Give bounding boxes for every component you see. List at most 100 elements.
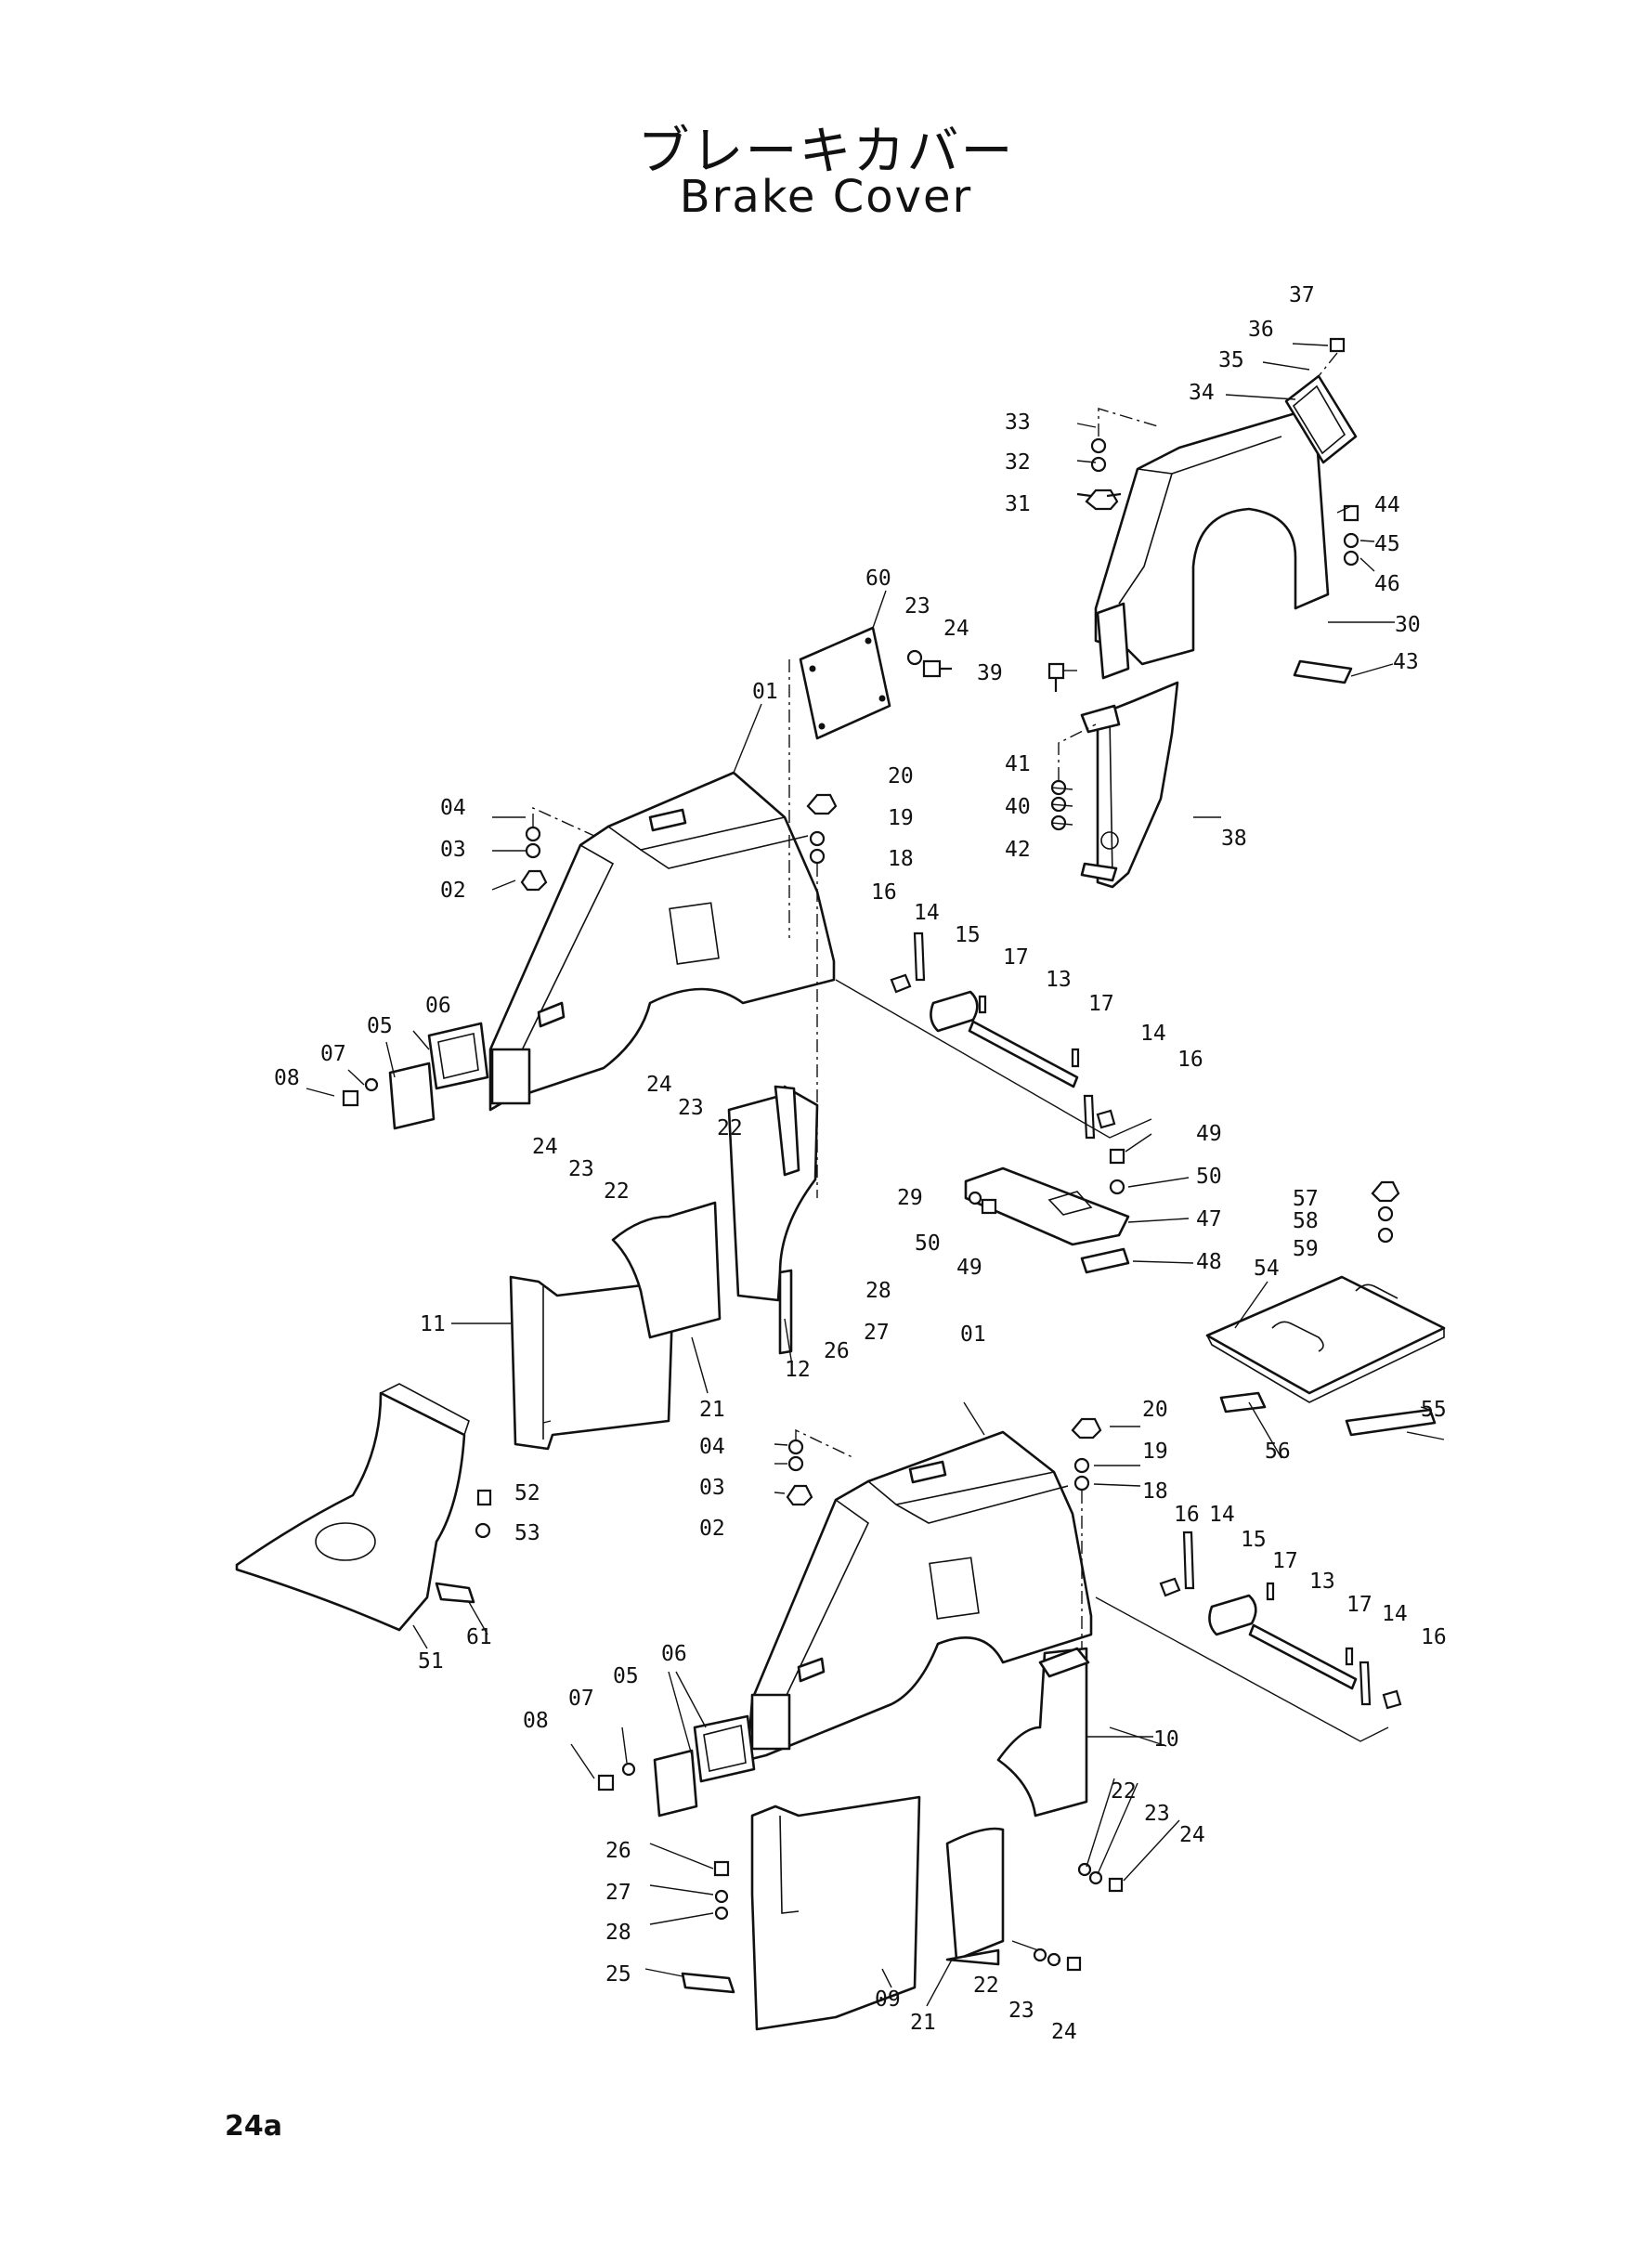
plate-60-drawing — [799, 626, 952, 740]
part-label-24-low-b: 24 — [1051, 2020, 1077, 2044]
part-label-20-upper: 20 — [888, 764, 914, 788]
part-label-22-low-a: 22 — [1111, 1779, 1137, 1804]
part-label-60: 60 — [865, 567, 891, 591]
part-label-14-upper-b: 14 — [1140, 1022, 1166, 1046]
part-label-05-lower: 05 — [613, 1664, 639, 1688]
part-label-17-upper-b: 17 — [1088, 992, 1114, 1016]
part-label-10: 10 — [1153, 1727, 1179, 1752]
part-label-16-upper-a: 16 — [871, 880, 897, 905]
part-label-39: 39 — [977, 661, 1003, 685]
cover-51-drawing — [235, 1383, 492, 1632]
page-number: 24a — [225, 2110, 282, 2143]
part-label-03-lower: 03 — [699, 1476, 725, 1500]
part-label-58: 58 — [1293, 1209, 1319, 1233]
part-label-55: 55 — [1421, 1398, 1447, 1422]
part-label-27-upper: 27 — [864, 1321, 890, 1345]
part-label-13-lower: 13 — [1309, 1570, 1335, 1594]
part-label-12: 12 — [785, 1358, 811, 1382]
plates-05-06-lower — [597, 1714, 756, 1818]
part-label-26-upper: 26 — [824, 1339, 850, 1363]
part-label-22-mid-b: 22 — [604, 1179, 630, 1204]
part-label-32: 32 — [1005, 450, 1031, 475]
part-label-35: 35 — [1218, 348, 1244, 372]
part-label-26-lower: 26 — [605, 1839, 631, 1863]
part-label-33: 33 — [1005, 410, 1031, 435]
part-label-37: 37 — [1289, 283, 1315, 307]
part-label-18-upper: 18 — [888, 847, 914, 871]
cover-30-drawing — [1094, 374, 1358, 684]
part-label-59: 59 — [1293, 1237, 1319, 1261]
part-label-23-low-a: 23 — [1144, 1802, 1170, 1826]
part-label-40: 40 — [1005, 795, 1031, 819]
part-label-36: 36 — [1248, 318, 1274, 342]
part-label-27-lower: 27 — [605, 1881, 631, 1905]
part-label-41: 41 — [1005, 752, 1031, 776]
part-label-38: 38 — [1221, 827, 1247, 851]
part-label-57: 57 — [1293, 1187, 1319, 1211]
part-label-14-lower-a: 14 — [1209, 1503, 1235, 1527]
diagram-title-japanese: ブレーキカバー — [637, 122, 1015, 182]
part-label-23-mid-a: 23 — [678, 1096, 704, 1120]
part-label-25: 25 — [605, 1962, 631, 1987]
part-label-22-low-b: 22 — [973, 1974, 999, 1998]
plates-upper-middle — [509, 1085, 819, 1451]
part-label-08-upper: 08 — [274, 1066, 300, 1090]
leader-lines — [306, 343, 1445, 2007]
part-label-06-lower: 06 — [661, 1642, 687, 1666]
part-label-21-lower: 21 — [910, 2011, 936, 2035]
bracket-38-drawing — [1080, 681, 1179, 889]
part-label-53: 53 — [514, 1521, 540, 1545]
part-label-14-lower-b: 14 — [1382, 1602, 1408, 1626]
part-label-28-lower: 28 — [605, 1921, 631, 1945]
part-label-02-lower: 02 — [699, 1517, 725, 1541]
part-label-08-lower: 08 — [523, 1709, 549, 1733]
hardware-upper-left — [520, 659, 838, 1198]
part-label-15-upper: 15 — [955, 923, 981, 947]
part-label-24-mid-b: 24 — [532, 1135, 558, 1159]
part-label-09: 09 — [875, 1987, 901, 2012]
part-label-31: 31 — [1005, 492, 1031, 516]
part-label-49-b: 49 — [956, 1256, 982, 1280]
part-label-16-lower-b: 16 — [1421, 1625, 1447, 1649]
part-label-42: 42 — [1005, 838, 1031, 862]
part-label-45: 45 — [1374, 532, 1400, 556]
part-label-23-mid-b: 23 — [568, 1157, 594, 1181]
part-label-34: 34 — [1189, 381, 1215, 405]
part-label-04-lower: 04 — [699, 1435, 725, 1459]
part-label-23-top: 23 — [904, 594, 930, 619]
part-label-43: 43 — [1393, 650, 1419, 674]
cover-01-upper-drawing — [488, 771, 836, 1112]
part-label-01-upper: 01 — [752, 680, 778, 704]
part-label-28-upper: 28 — [865, 1279, 891, 1303]
part-label-11: 11 — [420, 1312, 446, 1336]
part-label-17-lower-a: 17 — [1272, 1549, 1298, 1573]
part-label-24-low-a: 24 — [1179, 1823, 1205, 1847]
part-label-13-upper: 13 — [1046, 968, 1072, 992]
part-label-24-top: 24 — [943, 617, 969, 641]
part-label-23-low-b: 23 — [1008, 1999, 1034, 2023]
part-label-19-upper: 19 — [888, 806, 914, 830]
part-label-56: 56 — [1265, 1440, 1291, 1464]
shaft-assembly-lower — [1095, 1531, 1402, 1742]
part-label-22-mid-a: 22 — [717, 1116, 743, 1140]
part-label-61: 61 — [466, 1625, 492, 1649]
plates-lower — [681, 1647, 1124, 2031]
part-label-17-upper-a: 17 — [1003, 945, 1029, 970]
part-label-50-a: 50 — [1196, 1165, 1222, 1189]
part-label-44: 44 — [1374, 493, 1400, 517]
part-label-46: 46 — [1374, 572, 1400, 596]
part-label-04-upper: 04 — [440, 796, 466, 820]
part-label-24-mid-a: 24 — [646, 1073, 672, 1097]
part-label-51: 51 — [418, 1649, 444, 1674]
part-label-16-lower-a: 16 — [1174, 1503, 1200, 1527]
hardware-upper-right — [1047, 337, 1359, 831]
part-label-30: 30 — [1395, 613, 1421, 637]
part-label-16-upper-b: 16 — [1177, 1048, 1203, 1072]
plate-47-drawing — [964, 1148, 1130, 1274]
part-label-15-lower: 15 — [1241, 1528, 1267, 1552]
part-label-18-lower: 18 — [1142, 1479, 1168, 1504]
shaft-assembly-upper — [835, 932, 1152, 1140]
part-label-20-lower: 20 — [1142, 1398, 1168, 1422]
part-label-06-upper: 06 — [425, 994, 451, 1018]
